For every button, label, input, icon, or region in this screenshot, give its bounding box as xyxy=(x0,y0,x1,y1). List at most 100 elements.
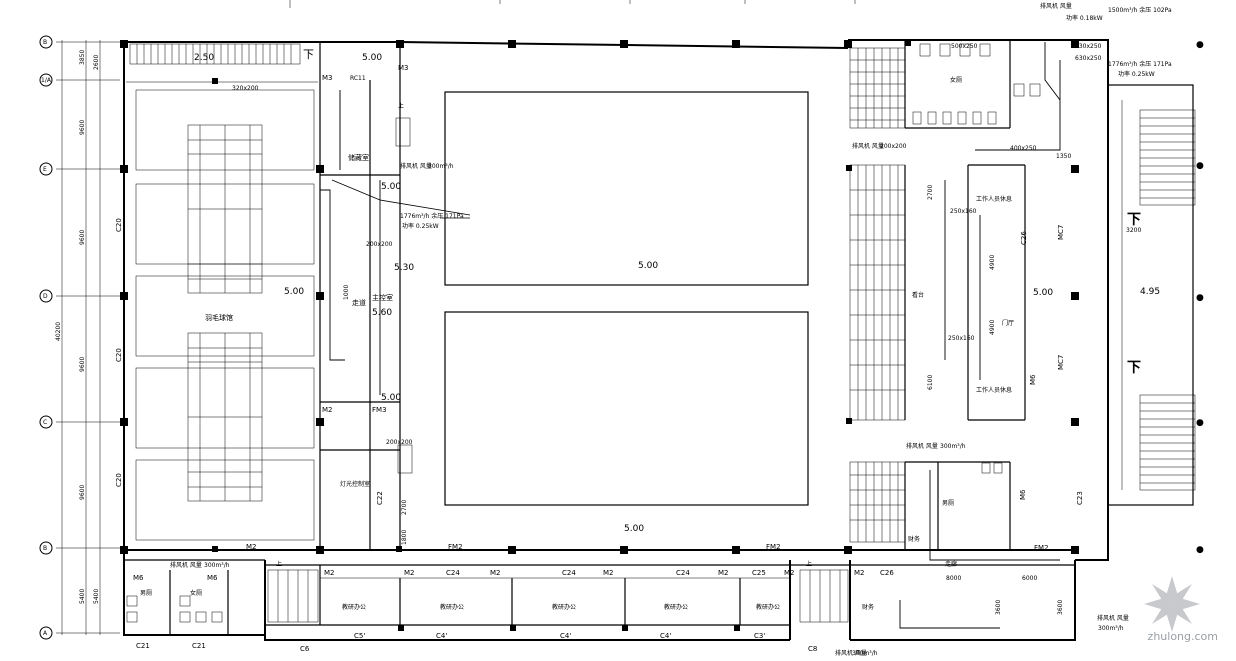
fan-spec: 排风机 风量 xyxy=(906,442,938,450)
room-label: 主控室 xyxy=(372,293,393,302)
svg-text:1000: 1000 xyxy=(343,285,350,300)
svg-text:上: 上 xyxy=(276,560,282,568)
elevation-label: 5.60 xyxy=(372,308,392,318)
svg-text:2700: 2700 xyxy=(927,185,934,200)
svg-text:C6: C6 xyxy=(300,645,310,653)
room-label: 女厕 xyxy=(190,589,202,597)
service-strip: 上 储藏室 走道 主控室 灯光控制室 5.00 5.00 5.30 5.60 5… xyxy=(320,42,471,550)
svg-text:4900: 4900 xyxy=(989,255,996,270)
axis-label: D xyxy=(43,293,48,300)
elevation-label: 5.00 xyxy=(381,182,401,192)
fan-spec: 排风机 风量 xyxy=(835,649,867,657)
hvac-ducts: 400x250 630x250 630x250 250x160 250x160 … xyxy=(170,2,1172,657)
room-label: 走廊 xyxy=(945,560,957,568)
svg-text:3600: 3600 xyxy=(995,600,1002,615)
top-ticks xyxy=(289,0,856,8)
svg-text:C20: C20 xyxy=(115,348,123,362)
svg-text:2600: 2600 xyxy=(93,55,100,70)
svg-text:300m³/h: 300m³/h xyxy=(1098,625,1124,632)
svg-text:C23: C23 xyxy=(1076,491,1084,505)
dot-marker: ● xyxy=(1196,161,1204,171)
svg-text:C24: C24 xyxy=(676,569,690,577)
svg-text:C24: C24 xyxy=(446,569,460,577)
svg-text:M2: M2 xyxy=(784,569,795,577)
watermark-text: zhulong.com xyxy=(1147,630,1218,643)
svg-text:200x200: 200x200 xyxy=(880,143,907,150)
columns xyxy=(120,40,1079,631)
axis-label: E xyxy=(43,166,47,173)
svg-text:M3: M3 xyxy=(398,64,409,72)
total-dim: 40200 xyxy=(55,322,62,341)
svg-text:3600: 3600 xyxy=(1057,600,1064,615)
svg-text:上: 上 xyxy=(398,102,404,110)
svg-text:MC7: MC7 xyxy=(1057,355,1065,370)
fan-power: 功率 0.25kW xyxy=(1118,70,1155,78)
room-label: 女厕 xyxy=(950,76,962,84)
room-label: 工作人员休息 xyxy=(976,195,1012,203)
elevation-label: 5.30 xyxy=(394,263,414,273)
fan-power: 功率 0.25kW xyxy=(402,222,439,230)
fan-power: 功率 0.18kW xyxy=(1066,14,1103,22)
fan-spec: 排风机 风量 xyxy=(1097,614,1129,622)
svg-text:M2: M2 xyxy=(490,569,501,577)
fan-spec: 排风机 风量 xyxy=(852,142,884,150)
fan-spec: 1776m³/h 余压 171Pa xyxy=(400,212,464,220)
svg-text:C4': C4' xyxy=(436,632,447,640)
stair-arrow-down: 下 xyxy=(1127,212,1141,228)
svg-text:M2: M2 xyxy=(404,569,415,577)
badminton-hall: 羽毛球馆 5.00 C20 C20 C20 xyxy=(115,42,321,550)
svg-text:9600: 9600 xyxy=(79,485,86,500)
svg-text:C21: C21 xyxy=(192,642,206,650)
dot-marker: ● xyxy=(1196,545,1204,555)
north-stair: 2.50 下 xyxy=(129,43,314,65)
stair-arrow-down: 下 xyxy=(1127,360,1141,376)
dot-marker: ● xyxy=(1196,40,1204,50)
room-label: 看台 xyxy=(912,291,924,299)
svg-text:C25: C25 xyxy=(752,569,766,577)
svg-text:400x250: 400x250 xyxy=(1010,145,1037,152)
svg-text:630x250: 630x250 xyxy=(1075,43,1102,50)
svg-text:200x200: 200x200 xyxy=(366,241,393,248)
svg-text:C22: C22 xyxy=(376,491,384,505)
fan-spec: 排风机 风量 xyxy=(1040,2,1072,10)
svg-text:FM2: FM2 xyxy=(766,543,781,551)
svg-text:2700: 2700 xyxy=(401,500,408,515)
elevation-label: 5.00 xyxy=(362,53,382,63)
zhulong-logo-icon xyxy=(1143,576,1200,632)
svg-text:M2: M2 xyxy=(324,569,335,577)
room-label: 教研办公 xyxy=(552,603,576,611)
svg-text:C20: C20 xyxy=(115,473,123,487)
svg-text:C5': C5' xyxy=(354,632,365,640)
fan-spec: 1776m³/h 余压 171Pa xyxy=(1108,60,1172,68)
svg-text:9600: 9600 xyxy=(79,230,86,245)
svg-text:200x200: 200x200 xyxy=(386,439,413,446)
svg-text:6100: 6100 xyxy=(927,375,934,390)
room-label: 门厅 xyxy=(1002,319,1014,327)
svg-text:5400: 5400 xyxy=(93,589,100,604)
svg-text:FM3: FM3 xyxy=(372,406,387,414)
svg-text:630x250: 630x250 xyxy=(1075,55,1102,62)
room-label: 教研办公 xyxy=(342,603,366,611)
svg-text:M3: M3 xyxy=(322,74,333,82)
room-label: 走道 xyxy=(352,298,366,307)
room-label: 教研办公 xyxy=(664,603,688,611)
svg-text:FM2: FM2 xyxy=(448,543,463,551)
svg-text:300m³/h: 300m³/h xyxy=(428,163,454,170)
svg-text:3850: 3850 xyxy=(79,50,86,65)
room-label: 工作人员休息 xyxy=(976,386,1012,394)
svg-text:FM2: FM2 xyxy=(1034,544,1049,552)
svg-text:250x160: 250x160 xyxy=(948,335,975,342)
elevation-label: 5.00 xyxy=(638,261,658,271)
svg-text:C26: C26 xyxy=(1020,231,1028,245)
svg-text:8000: 8000 xyxy=(946,575,961,582)
axis-bubbles xyxy=(39,35,53,640)
svg-text:9600: 9600 xyxy=(79,120,86,135)
svg-text:MC7: MC7 xyxy=(1057,225,1065,240)
svg-text:C24: C24 xyxy=(562,569,576,577)
room-label: 教研办公 xyxy=(756,603,780,611)
svg-text:C3': C3' xyxy=(754,632,765,640)
svg-text:M2: M2 xyxy=(854,569,865,577)
svg-text:1800: 1800 xyxy=(401,530,408,545)
room-label: 财务 xyxy=(862,603,874,611)
svg-text:9600: 9600 xyxy=(79,357,86,372)
